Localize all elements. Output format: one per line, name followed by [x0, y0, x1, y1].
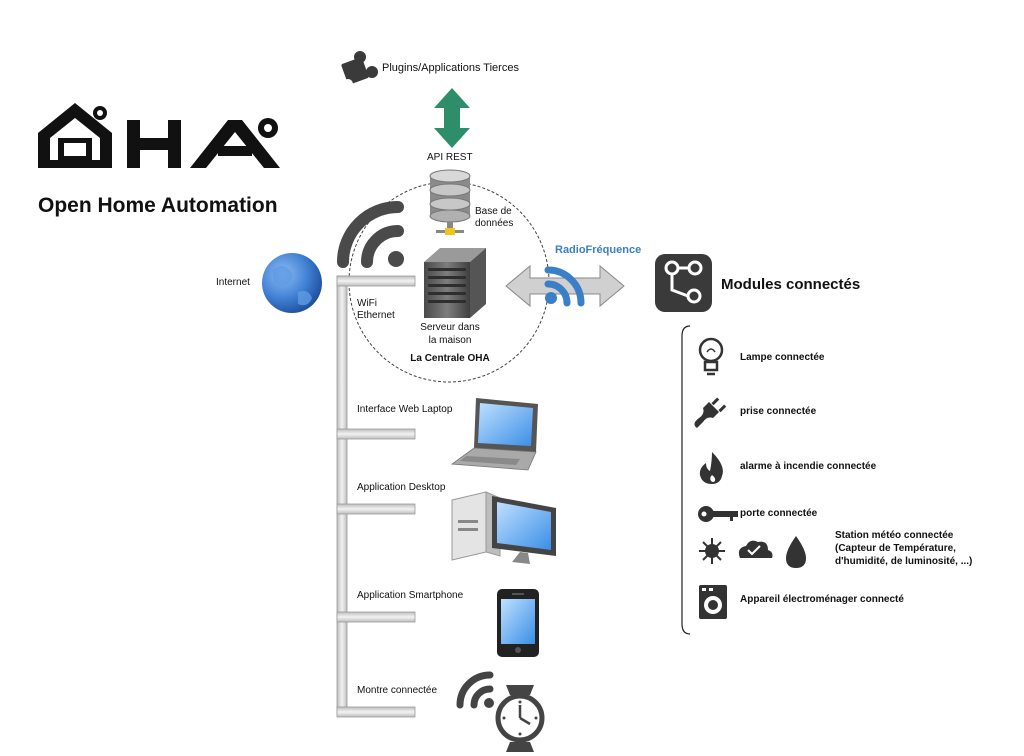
network-label-line2: Ethernet — [357, 310, 395, 321]
module-label-weather-line3: d'humidité, de luminosité, ...) — [835, 556, 973, 567]
client-label-laptop: Interface Web Laptop — [357, 404, 453, 415]
fire-icon — [699, 452, 723, 484]
module-label-appliance: Appareil électroménager connecté — [740, 594, 904, 605]
server-label-line1: Serveur dans — [420, 322, 480, 333]
oha-logo-icon — [38, 103, 280, 168]
radio-wave-icon — [544, 266, 585, 307]
sun-icon — [699, 538, 725, 564]
central-label: La Centrale OHA — [410, 353, 490, 364]
module-label-weather-line1: Station météo connectée — [835, 530, 954, 541]
radio-double-arrow — [505, 264, 625, 308]
module-label-fire-alarm: alarme à incendie connectée — [740, 461, 877, 472]
client-label-desktop: Application Desktop — [357, 482, 446, 493]
module-label-weather-line2: (Capteur de Température, — [835, 543, 956, 554]
cloud-icon — [738, 540, 773, 558]
server-label-line2: la maison — [428, 335, 472, 346]
wifi-icon — [337, 201, 404, 268]
database-label-line2: données — [475, 218, 514, 229]
module-label-plug: prise connectée — [740, 406, 817, 417]
desktop-icon — [451, 491, 556, 564]
logo-tagline: Open Home Automation — [38, 194, 278, 217]
modules-icon — [655, 254, 712, 312]
api-double-arrow — [434, 88, 470, 148]
network-pipe — [336, 275, 416, 718]
plug-icon — [694, 397, 727, 428]
modules-title: Modules connectés — [721, 276, 861, 293]
water-drop-icon — [786, 536, 806, 568]
globe-icon — [262, 253, 322, 313]
database-label-line1: Base de — [475, 206, 512, 217]
modules-bracket — [681, 325, 691, 635]
washing-machine-icon — [699, 585, 727, 619]
plugins-label: Plugins/Applications Tierces — [382, 62, 519, 74]
laptop-icon — [450, 398, 538, 471]
lightbulb-icon — [698, 337, 724, 376]
client-label-watch: Montre connectée — [357, 685, 438, 696]
internet-label: Internet — [216, 277, 250, 288]
module-label-door: porte connectée — [740, 508, 818, 519]
module-label-lamp: Lampe connectée — [740, 352, 825, 363]
smartphone-icon — [497, 589, 539, 657]
radio-label: RadioFréquence — [555, 244, 642, 256]
network-label-line1: WiFi — [357, 298, 377, 309]
database-icon — [429, 169, 471, 235]
key-icon — [698, 506, 738, 522]
api-label: API REST — [427, 152, 473, 163]
client-label-smartphone: Application Smartphone — [357, 590, 464, 601]
server-icon — [424, 248, 486, 318]
puzzle-icon — [341, 51, 378, 89]
smartwatch-icon — [456, 671, 545, 752]
